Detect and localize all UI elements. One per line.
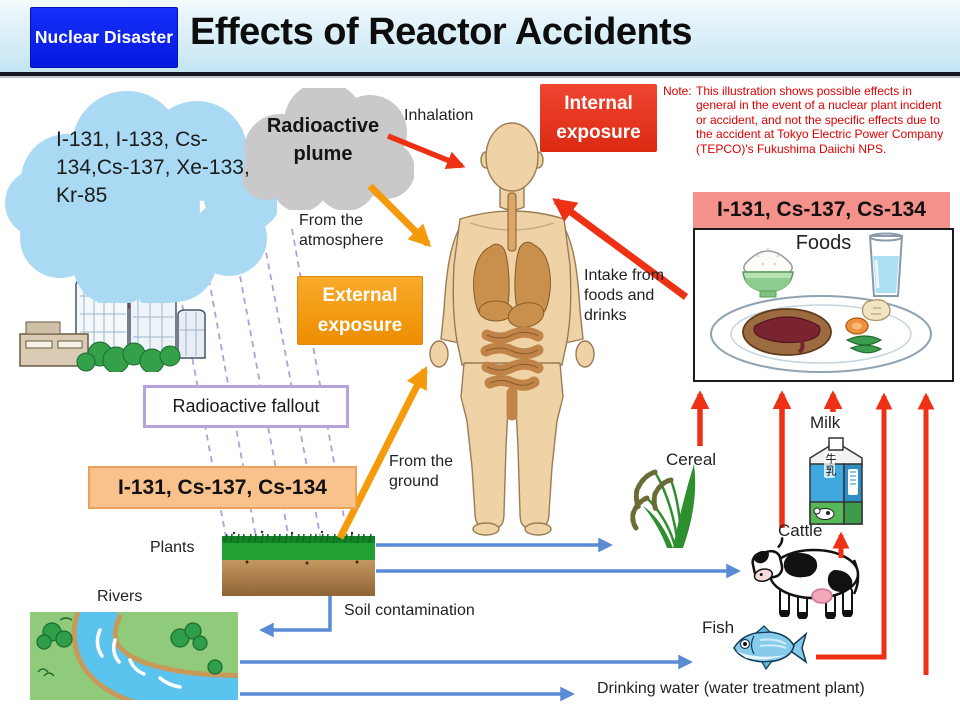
human-body-illustration	[429, 122, 595, 536]
grass-soil-illustration	[222, 530, 375, 596]
from-ground-label: From the ground	[389, 453, 454, 490]
cereal-label: Cereal	[666, 450, 717, 469]
page-title: Effects of Reactor Accidents	[190, 11, 692, 53]
internal-exposure-box: Internal exposure	[540, 84, 657, 152]
radioactive-plume-cloud	[242, 88, 414, 210]
rivers-label: Rivers	[97, 588, 143, 605]
foods-label: Foods	[795, 232, 852, 254]
rice-bowl-illustration	[742, 247, 794, 298]
note-text: Note: This illustration shows possible e…	[663, 84, 957, 156]
meal-plate-illustration	[710, 295, 932, 373]
blue-isotope-cloud	[5, 91, 277, 303]
from-atmosphere-label: From the atmosphere	[299, 212, 384, 249]
inhalation-label: Inhalation	[404, 107, 474, 124]
fish-label: Fish	[702, 618, 735, 637]
cereal-illustration	[630, 464, 696, 548]
cow-illustration	[750, 537, 860, 619]
nuclear-disaster-badge: Nuclear Disaster	[30, 7, 178, 68]
soil-contamination-label: Soil contamination	[344, 602, 475, 619]
drinking-water-label: Drinking water (water treatment plant)	[597, 680, 865, 697]
note-body: This illustration shows possible effects…	[696, 84, 944, 156]
cattle-label: Cattle	[778, 521, 823, 540]
header-divider	[0, 72, 960, 76]
fish-illustration	[733, 625, 808, 671]
external-exposure-box: External exposure	[297, 276, 423, 345]
milk-carton-text: 牛乳	[824, 452, 836, 478]
note-prefix: Note:	[663, 84, 692, 98]
milk-label: Milk	[810, 413, 841, 432]
intake-label: Intake from foods and drinks	[584, 267, 665, 324]
plume-isotopes-text: I-131, I-133, Cs-134,Cs-137, Xe-133, Kr-…	[56, 128, 250, 207]
water-glass-illustration	[868, 232, 904, 297]
radioactive-fallout-box: Radioactive fallout	[143, 385, 349, 428]
fallout-isotopes-box: I-131, Cs-137, Cs-134	[88, 466, 357, 509]
plants-label: Plants	[150, 539, 195, 556]
river-illustration	[30, 612, 238, 700]
header-divider-shadow	[0, 76, 960, 78]
foods-panel: Foods	[693, 228, 954, 382]
foods-isotopes-header: I-131, Cs-137, Cs-134	[693, 192, 950, 228]
radioactive-plume-label: Radioactive plume	[266, 115, 380, 165]
